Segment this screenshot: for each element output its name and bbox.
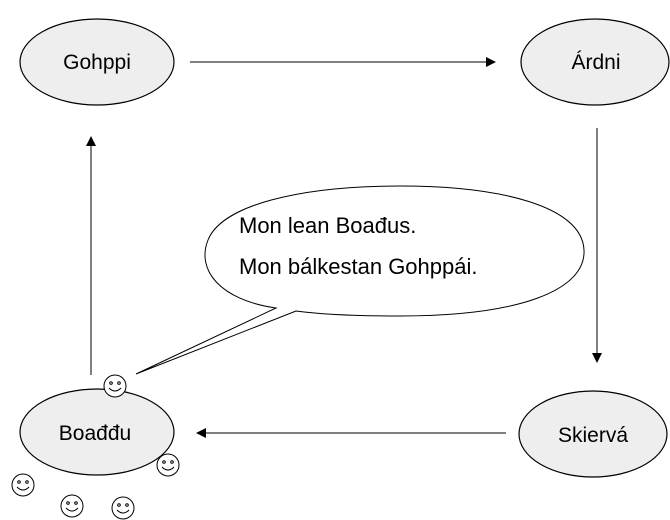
smiley-icon (60, 494, 84, 518)
speech-bubble-line-2: Mon bálkestan Gohppái. (239, 254, 478, 279)
node-ardni: Árdni (520, 18, 670, 106)
node-skierva: Skiervá (518, 390, 668, 478)
node-gohppi: Gohppi (19, 18, 175, 106)
speech-bubble-line-1: Mon lean Boađus. (239, 213, 416, 238)
node-boaddu-label: Boađđu (59, 422, 131, 445)
node-boaddu: Boađđu (19, 388, 175, 476)
smiley-icon (103, 374, 127, 398)
node-gohppi-label: Gohppi (63, 51, 131, 74)
smiley-icon (156, 453, 180, 477)
node-skierva-label: Skiervá (558, 424, 628, 447)
smiley-icon (11, 473, 35, 497)
speech-bubble (135, 185, 585, 375)
smiley-icon (111, 496, 135, 520)
node-ardni-label: Árdni (571, 51, 620, 74)
